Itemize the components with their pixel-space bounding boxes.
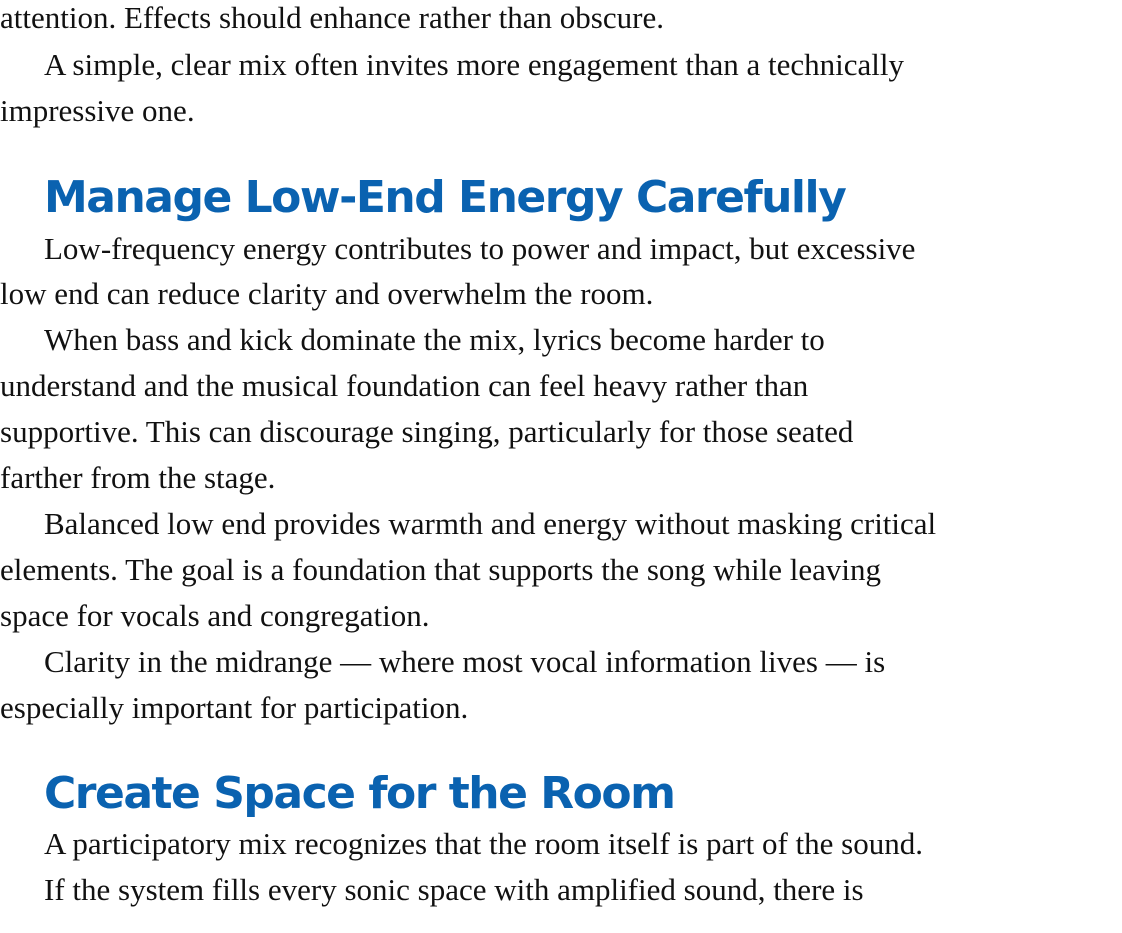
text-line: space for vocals and congregation. <box>0 598 430 633</box>
text-line: Balanced low end provides warmth and ene… <box>44 506 937 541</box>
section-heading: Manage Low-End Energy Carefully <box>44 172 847 223</box>
text-line: When bass and kick dominate the mix, lyr… <box>44 322 825 357</box>
text-line: Clarity in the midrange — where most voc… <box>44 644 886 679</box>
text-line: understand and the musical foundation ca… <box>0 368 809 403</box>
section-heading: Create Space for the Room <box>44 768 676 819</box>
text-line: If the system fills every sonic space wi… <box>44 872 864 907</box>
text-line: impressive one. <box>0 93 195 128</box>
text-line: attention. Effects should enhance rather… <box>0 0 664 35</box>
text-line: Low-frequency energy contributes to powe… <box>44 231 916 266</box>
text-line: farther from the stage. <box>0 460 276 495</box>
text-line: A participatory mix recognizes that the … <box>44 826 923 861</box>
text-line: supportive. This can discourage singing,… <box>0 414 854 449</box>
text-line: especially important for participation. <box>0 690 469 725</box>
text-line: low end can reduce clarity and overwhelm… <box>0 276 654 311</box>
text-line: elements. The goal is a foundation that … <box>0 552 882 587</box>
text-line: A simple, clear mix often invites more e… <box>44 47 904 82</box>
